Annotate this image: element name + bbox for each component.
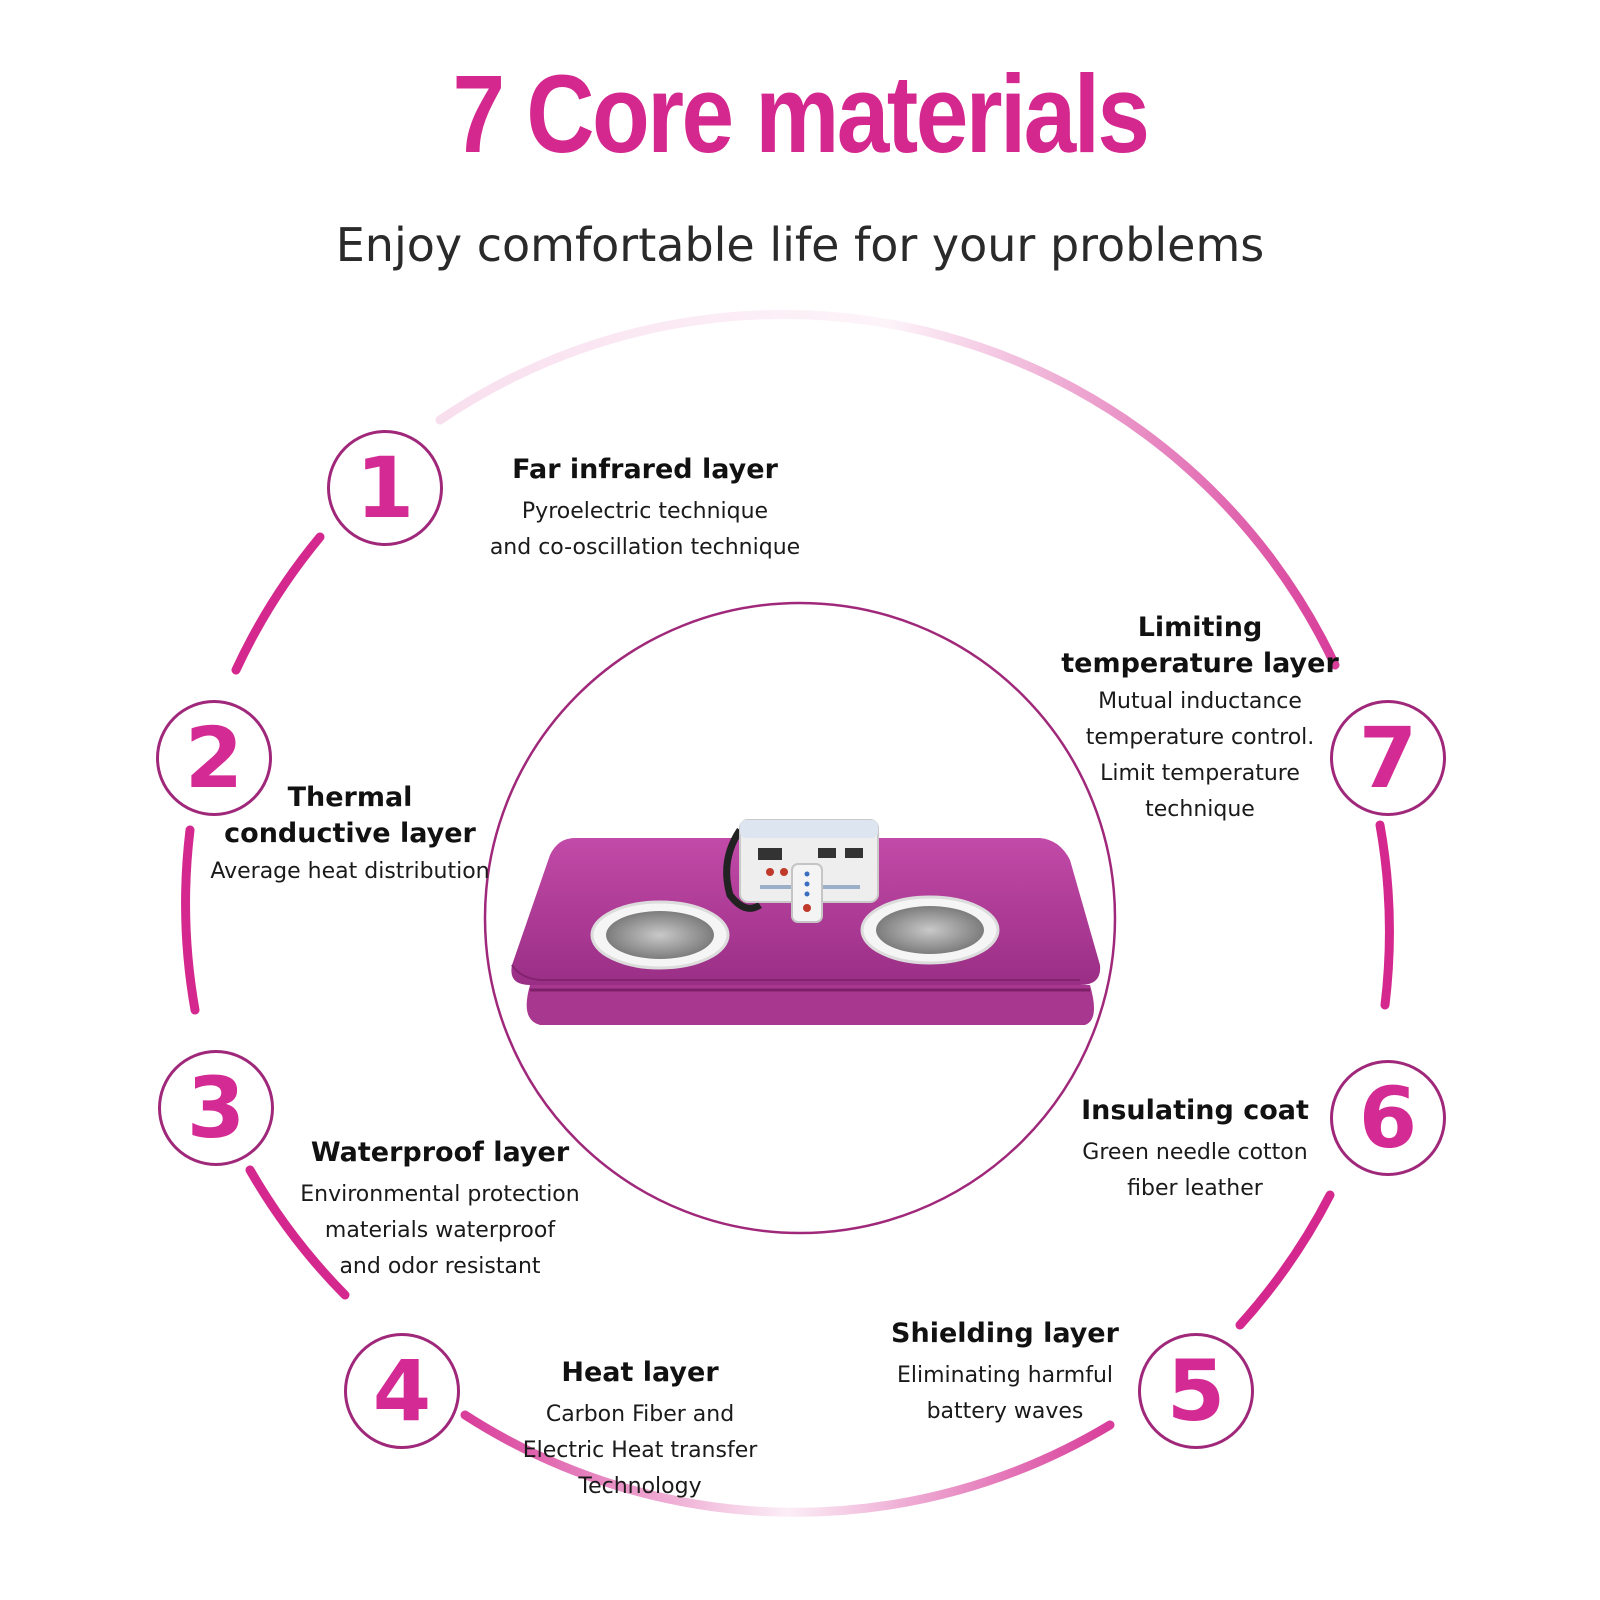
number-badge-4: 4 [344,1333,460,1449]
layer-4-line: Electric Heat transfer [522,1438,758,1463]
layer-4-line: Carbon Fiber and [545,1402,735,1427]
layer-2-heading-line: Thermal [287,782,413,813]
number-badge-1: 1 [327,430,443,546]
layer-5-line: Eliminating harmful [896,1363,1114,1388]
number-badge-2: 2 [156,700,272,816]
layer-4-line: Technology [578,1474,702,1499]
number-badge-5: 5 [1138,1333,1254,1449]
layer-7-heading-line: Limiting [1137,612,1263,643]
layer-6-line: fiber leather [1127,1176,1263,1201]
layer-4-heading: Heat layer [561,1357,719,1388]
layer-5-line: battery waves [926,1399,1084,1424]
layer-7-line: Mutual inductance [1098,689,1302,714]
layer-4-block: Heat layer Carbon Fiber and Electric Hea… [490,1355,790,1505]
page-subtitle: Enjoy comfortable life for your problems [335,218,1265,272]
layer-7-line: Limit temperature [1100,761,1300,786]
number-badge-7: 7 [1330,700,1446,816]
layer-6-heading: Insulating coat [1081,1095,1309,1126]
sauna-blanket-illustration [511,819,1101,1025]
layer-3-heading: Waterproof layer [310,1137,570,1168]
layer-3-line: Environmental protection [300,1182,580,1207]
layer-7-line: temperature control. [1085,725,1315,750]
number-badge-3: 3 [158,1050,274,1166]
layer-1-line: Pyroelectric technique [521,499,769,524]
layer-7-heading: Limiting temperature layer [1045,610,1355,682]
layer-1-heading: Far infrared layer [512,454,778,485]
layer-3-line: materials waterproof [324,1218,556,1243]
layer-5-heading: Shielding layer [891,1318,1119,1349]
layer-3-line: and odor resistant [339,1254,541,1279]
outer-ring [181,309,1394,1517]
layer-7-heading-line: temperature layer [1061,648,1339,679]
layer-1-line: and co-oscillation technique [489,535,801,560]
layer-1-block: Far infrared layer Pyroelectric techniqu… [465,452,825,566]
layer-6-line: Green needle cotton [1082,1140,1308,1165]
layer-2-heading: Thermal conductive layer [200,780,500,852]
layer-2-heading-line: conductive layer [224,818,476,849]
layer-6-block: Insulating coat Green needle cotton fibe… [1055,1093,1335,1207]
layer-5-block: Shielding layer Eliminating harmful batt… [860,1316,1150,1430]
layer-2-line: Average heat distribution [210,859,490,884]
number-badge-6: 6 [1330,1060,1446,1176]
layer-3-block: Waterproof layer Environmental protectio… [275,1135,605,1285]
layer-7-block: Limiting temperature layer Mutual induct… [1045,610,1355,828]
page-title: 7 Core materials [452,53,1150,176]
layer-2-block: Thermal conductive layer Average heat di… [200,780,500,890]
layer-7-line: technique [1145,797,1255,822]
